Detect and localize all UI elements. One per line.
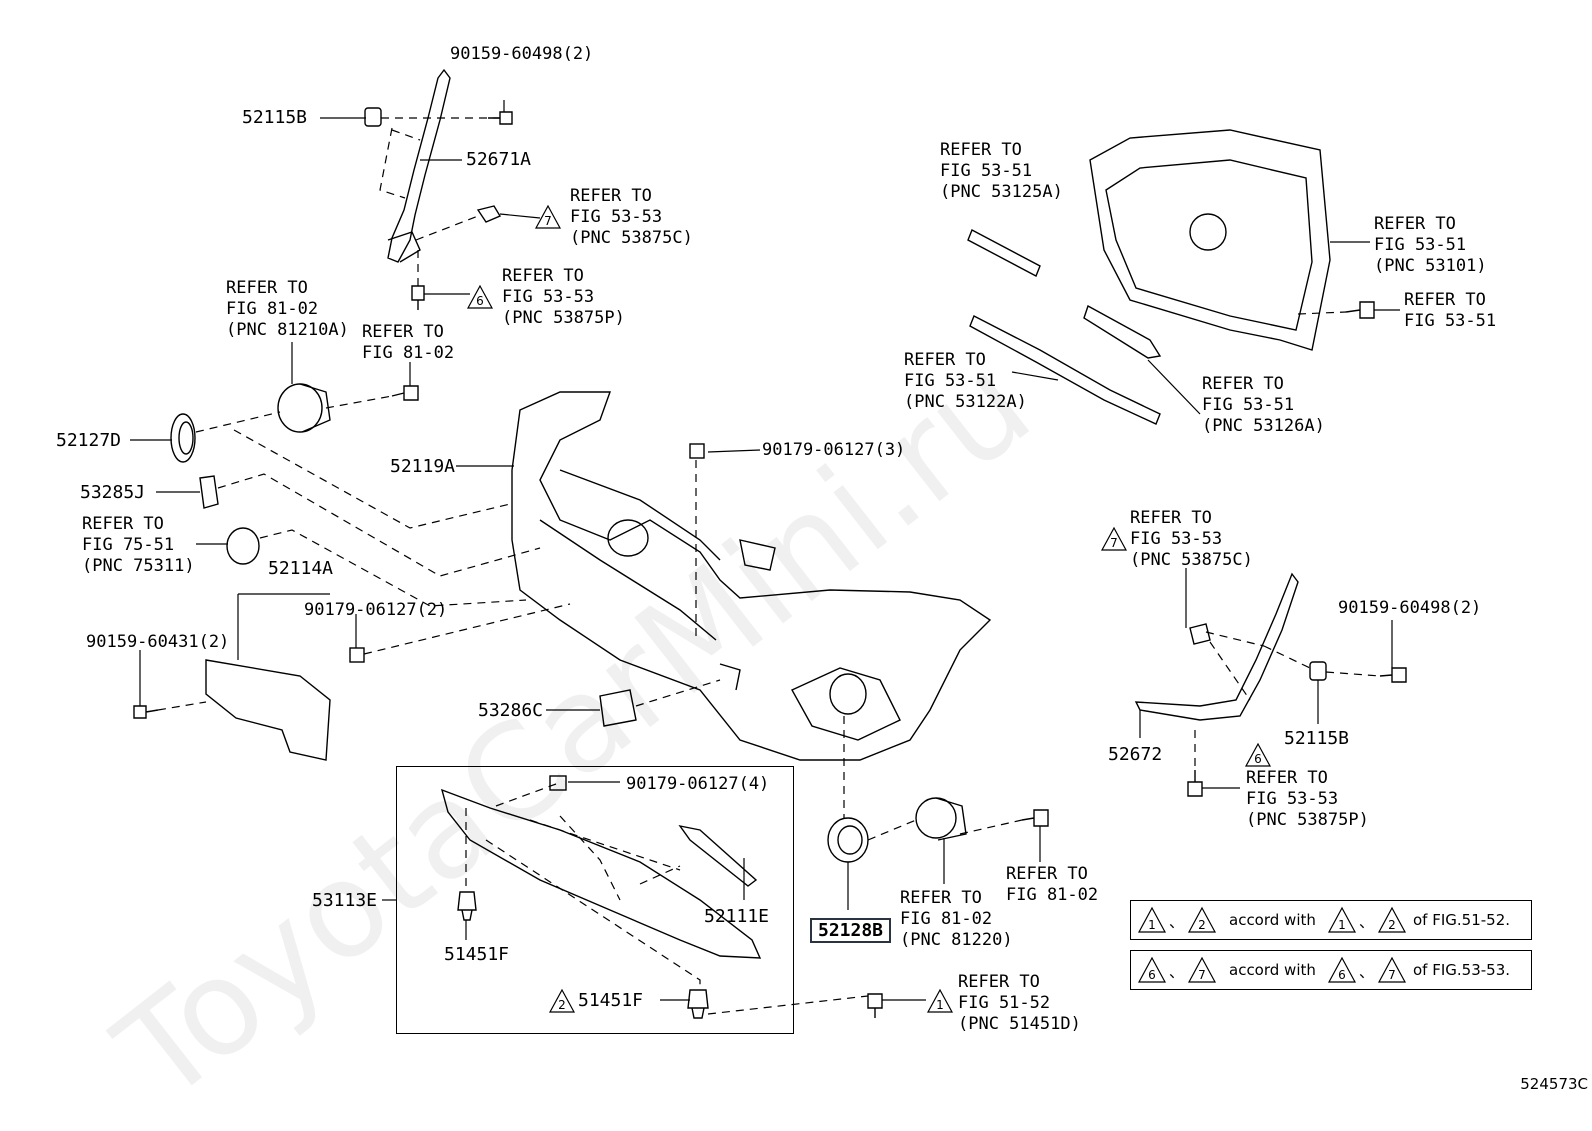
fog-housing-right [915,797,957,839]
svg-text:7: 7 [1110,536,1118,550]
warning-triangle-icon: 7 [1187,956,1217,983]
label-52115B-top: 52115B [242,107,308,128]
molding-53122A [969,315,1161,425]
label-90179-06127-2: 90179-06127(2) [304,600,448,620]
cap-53285J [199,475,219,509]
label-51451F-a: 51451F [444,944,510,965]
parts-line-art [130,68,1407,1019]
svg-text:7: 7 [1198,968,1206,982]
clip-52115B [364,107,382,127]
lower-grille-group-box [396,766,794,1034]
warning-triangle-icon: 2 [1377,906,1407,933]
note-separator: 、 [1359,913,1375,931]
bracket-52671A [387,68,451,263]
bracket-52672 [1134,572,1299,721]
svg-text:1: 1 [936,998,944,1012]
svg-text:2: 2 [1388,918,1396,932]
warning-triangle-icon: 7 [534,204,562,229]
warning-triangle-icon: 7 [1377,956,1407,983]
warning-triangle-icon: 1 [1137,906,1167,933]
svg-text:6: 6 [1338,968,1346,982]
warning-triangle-icon: 6 [1327,956,1357,983]
label-52114A: 52114A [268,558,334,579]
label-90159-60431: 90159-60431(2) [86,632,230,652]
svg-text:7: 7 [544,214,552,228]
cap-53286C [599,689,637,727]
label-53286C: 53286C [478,700,544,721]
svg-text:2: 2 [558,998,566,1012]
note-box-51-52: 1 、 2 accord with 1 、 2 of FIG.51-52. [1130,900,1532,940]
molding-53126A [1083,304,1162,359]
clip-top-right [476,205,502,223]
figure-code: 524573C [1520,1075,1588,1093]
bumper-52119A [511,391,992,761]
svg-text:2: 2 [1198,918,1206,932]
svg-text:1: 1 [1338,918,1346,932]
label-90159-60498-top: 90159-60498(2) [450,44,594,64]
label-52119A: 52119A [390,456,456,477]
warning-triangle-icon: 1 [1327,906,1357,933]
warning-triangle-icon: 2 [548,988,576,1013]
note-separator: 、 [1169,963,1185,981]
svg-text:6: 6 [1254,752,1262,766]
lower-grille-53113E [440,788,762,959]
ring-52127D [170,413,196,463]
svg-text:6: 6 [1148,968,1156,982]
radiator-grille-53101 [1089,129,1331,351]
warning-triangle-icon: 2 [1187,906,1217,933]
svg-text:1: 1 [1148,918,1156,932]
label-90179-06127-4: 90179-06127(4) [626,774,770,794]
label-52115B-right: 52115B [1284,728,1350,749]
label-52672: 52672 [1108,744,1163,765]
note-text: accord with [1229,961,1316,979]
label-52128B-highlighted[interactable]: 52128B [810,918,892,943]
license-bracket-52114A [205,659,331,761]
label-90179-06127-3: 90179-06127(3) [762,440,906,460]
label-53285J: 53285J [80,482,146,503]
warning-triangle-icon: 6 [466,284,494,309]
warning-triangle-icon: 6 [1244,742,1272,767]
note-text: accord with [1229,911,1316,929]
note-tail: of FIG.51-52. [1413,911,1511,929]
note-separator: 、 [1169,913,1185,931]
emblem-75311 [226,527,260,565]
warning-triangle-icon: 1 [926,988,954,1013]
note-tail: of FIG.53-53. [1413,961,1511,979]
fog-housing-left [277,383,323,433]
svg-text:6: 6 [476,294,484,308]
warning-triangle-icon: 6 [1137,956,1167,983]
label-52111E: 52111E [704,906,770,927]
molding-53125A [967,229,1041,277]
note-separator: 、 [1359,963,1375,981]
label-90159-60498-right: 90159-60498(2) [1338,598,1482,618]
label-52127D: 52127D [56,430,122,451]
label-53113E: 53113E [312,890,378,911]
warning-triangle-icon: 7 [1100,526,1128,551]
note-box-53-53: 6 、 7 accord with 6 、 7 of FIG.53-53. [1130,950,1532,990]
label-51451F-b: 51451F [578,990,644,1011]
svg-text:7: 7 [1388,968,1396,982]
label-52671A: 52671A [466,149,532,170]
